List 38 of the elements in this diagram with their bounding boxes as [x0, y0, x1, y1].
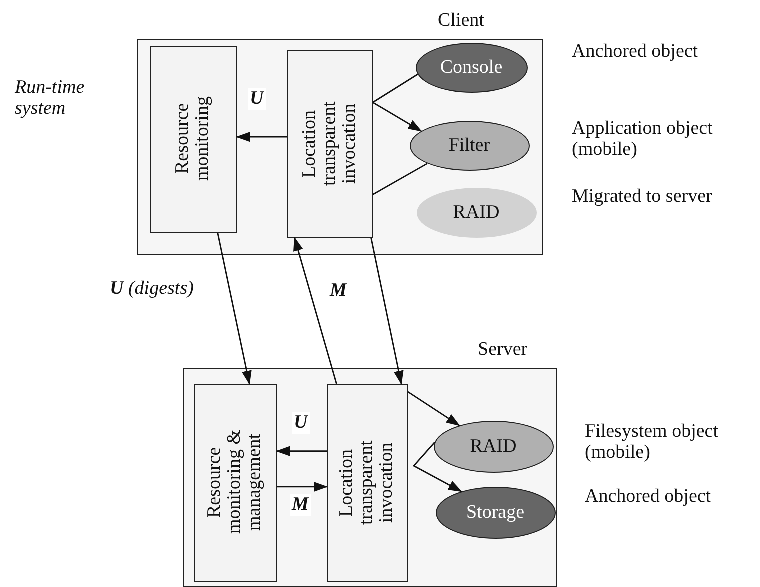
box-label: Location transparent invocation [337, 439, 397, 527]
process-box [326, 384, 408, 582]
annotation: Application object (mobile) [572, 119, 714, 161]
process-box [286, 50, 372, 238]
box-label: Resource monitoring [173, 96, 213, 184]
side-note: Run-time system [15, 78, 86, 120]
object-label: RAID [453, 202, 500, 224]
object-ellipse [410, 120, 530, 170]
container-title: Client [438, 10, 484, 32]
connector-line [372, 163, 428, 196]
annotation: Migrated to server [572, 187, 712, 208]
arrow [412, 442, 462, 492]
arrow [217, 232, 252, 385]
object-label: Filter [448, 134, 490, 156]
annotation: Anchored object [585, 487, 712, 508]
arrow [276, 446, 327, 456]
arrow [236, 132, 287, 142]
object-label: Storage [466, 502, 525, 524]
object-ellipse [436, 486, 556, 538]
arrow [372, 102, 422, 132]
annotation: Anchored object [572, 42, 698, 63]
connector-line [372, 74, 418, 104]
process-box [150, 46, 236, 232]
arrow [277, 482, 328, 492]
arrow [370, 238, 404, 385]
arrow [408, 391, 460, 426]
arrow [294, 237, 338, 384]
object-ellipse [434, 420, 554, 472]
edge-label: U [248, 88, 266, 110]
box-label: Location transparent invocation [300, 100, 360, 188]
edge-label: U [292, 412, 310, 434]
box-label: Resource monitoring & management [205, 429, 265, 536]
process-box [194, 384, 276, 582]
annotation: Filesystem object (mobile) [585, 422, 720, 464]
object-label: RAID [470, 436, 517, 458]
object-label: Console [440, 56, 503, 78]
edge-label: M [290, 494, 311, 516]
container-title: Server [478, 339, 528, 361]
